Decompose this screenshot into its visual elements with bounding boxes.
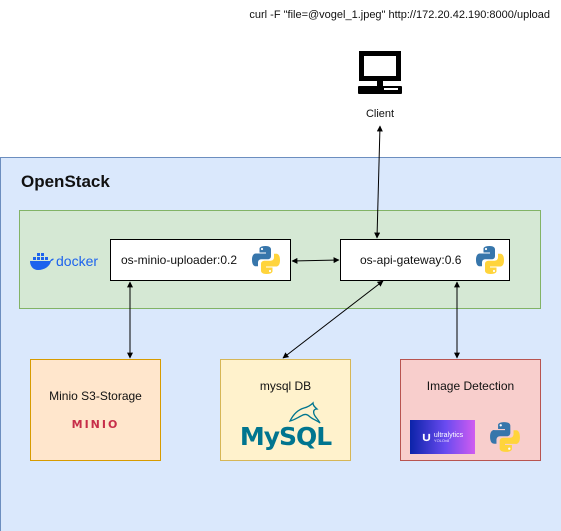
gateway-service-label: os-api-gateway:0.6 — [360, 253, 462, 267]
mysql-db-node[interactable]: mysql DB MySQL — [220, 359, 351, 461]
ultralytics-logo-subtext: YOLOv8 — [433, 437, 450, 443]
computer-monitor-icon — [358, 51, 402, 94]
ultralytics-logo: ultralytics YOLOv8 — [410, 420, 475, 454]
uploader-service-label: os-minio-uploader:0.2 — [121, 253, 238, 267]
image-detection-label: Image Detection — [426, 379, 515, 393]
uploader-service-node[interactable]: os-minio-uploader:0.2 — [110, 239, 291, 281]
minio-storage-label: Minio S3-Storage — [49, 389, 142, 403]
client-label: Client — [365, 108, 395, 120]
python-icon — [252, 246, 280, 274]
docker-whale-icon — [30, 253, 54, 270]
mysql-dolphin-icon — [288, 401, 321, 424]
mysql-logo: MySQL — [239, 422, 332, 451]
curl-command: curl -F "file=@vogel_1.jpeg" http://172.… — [249, 9, 550, 21]
minio-storage-node[interactable]: Minio S3-Storage MINIO — [30, 359, 161, 461]
minio-logo: MINIO — [71, 418, 120, 431]
image-detection-node[interactable]: Image Detection ultralytics YOLOv8 — [400, 359, 541, 461]
gateway-service-node[interactable]: os-api-gateway:0.6 — [340, 239, 510, 281]
mysql-db-label: mysql DB — [259, 379, 312, 393]
docker-logo-text: docker — [56, 253, 99, 269]
python-icon — [476, 246, 504, 274]
openstack-title: OpenStack — [21, 172, 110, 191]
ultralytics-logo-text: ultralytics — [433, 431, 464, 439]
docker-logo: docker — [29, 250, 98, 272]
ultralytics-icon — [422, 433, 431, 441]
python-icon — [490, 422, 520, 452]
